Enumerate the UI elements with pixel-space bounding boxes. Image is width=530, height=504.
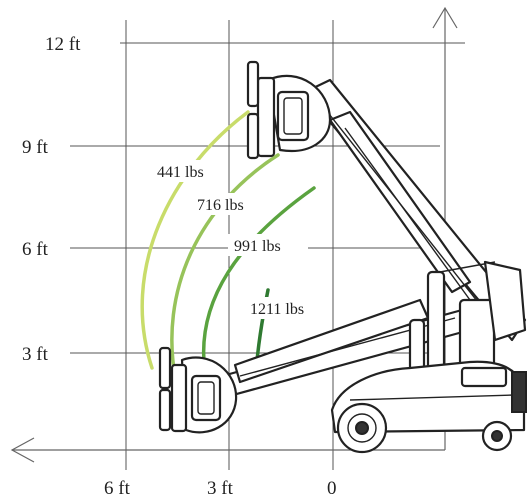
load-arcs [140, 110, 316, 384]
load-labels: 441 lbs 716 lbs 991 lbs 1211 lbs [152, 160, 330, 319]
arc-716-lbs [170, 153, 280, 384]
horizontal-axis-arrow [10, 437, 35, 463]
y-label-12ft: 12 ft [45, 34, 81, 55]
arc-991-lbs [202, 186, 316, 374]
load-label-991: 991 lbs [234, 238, 281, 255]
machine-mast [408, 260, 527, 384]
x-label-6ft: 6 ft [104, 478, 131, 499]
machine-upper-boom [246, 60, 527, 342]
horizontal-axis-labels: 6 ft 3 ft 0 [104, 478, 337, 499]
vertical-axis-arrow [432, 6, 458, 29]
y-label-6ft: 6 ft [22, 239, 49, 260]
x-label-3ft: 3 ft [207, 478, 234, 499]
machine-chassis [330, 360, 527, 454]
load-label-441: 441 lbs [157, 164, 204, 181]
arc-441-lbs [140, 110, 250, 370]
vertical-axis-labels: 12 ft 9 ft 6 ft 3 ft [22, 34, 81, 365]
load-label-716: 716 lbs [197, 197, 244, 214]
x-label-0: 0 [327, 478, 337, 499]
machine-lower-boom [158, 298, 472, 434]
y-label-3ft: 3 ft [22, 344, 49, 365]
load-label-1211: 1211 lbs [250, 301, 304, 318]
y-label-9ft: 9 ft [22, 137, 49, 158]
